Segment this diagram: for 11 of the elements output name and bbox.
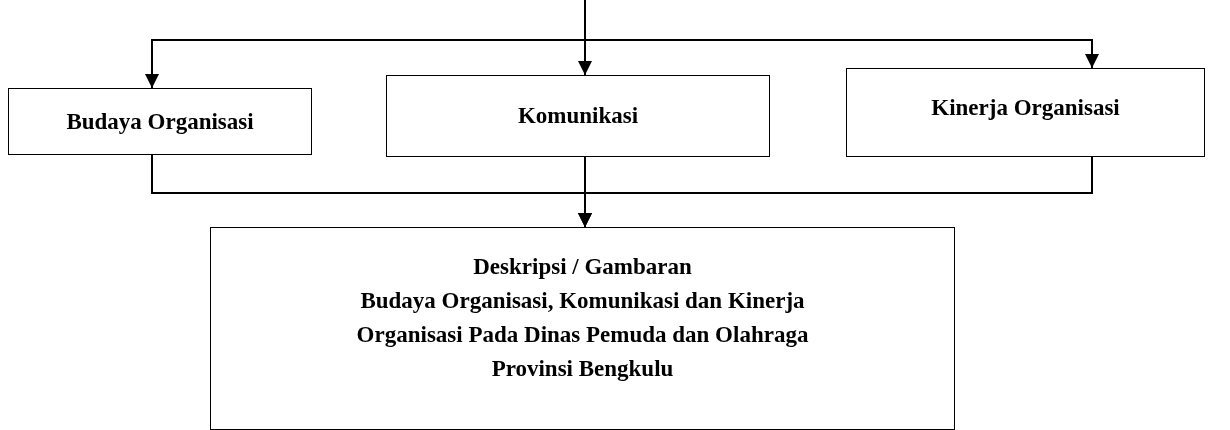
box-label: Deskripsi / Gambaran (473, 253, 692, 281)
process-box (846, 68, 1205, 157)
box-label: Komunikasi (517, 102, 639, 130)
arrow (578, 156, 1093, 228)
box-label: Kinerja Organisasi (931, 94, 1120, 122)
arrow (584, 0, 1099, 69)
box-label: Budaya Organisasi (66, 107, 254, 136)
process-box (210, 227, 955, 430)
process-box (386, 75, 770, 157)
process-box (8, 88, 312, 155)
box-label: Budaya Organisasi, Komunikasi dan Kinerja Organisasi Pada Dinas Pemuda dan Olahraga Provinsi Bengkulu (355, 287, 810, 383)
